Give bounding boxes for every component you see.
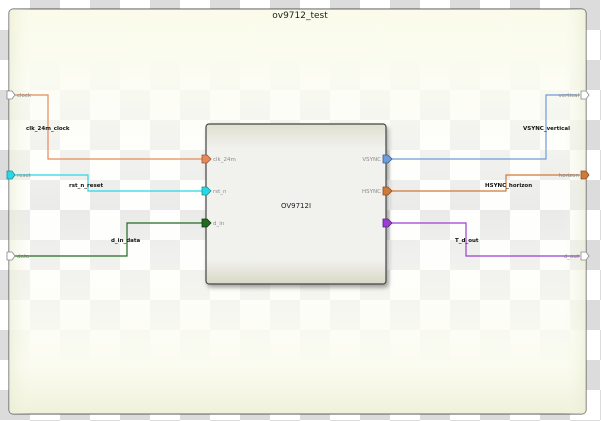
wire-clock[interactable] bbox=[15, 94, 202, 160]
port-d-out-icon[interactable] bbox=[580, 251, 590, 261]
port-data-icon[interactable] bbox=[6, 251, 16, 261]
port-reset-icon[interactable] bbox=[6, 170, 16, 180]
wire-label-d-out: T_d_out bbox=[455, 238, 479, 244]
wire-horizon[interactable] bbox=[391, 174, 580, 192]
port-label-vertical: vertical bbox=[558, 93, 579, 99]
port-label-clock: clock bbox=[17, 93, 32, 99]
instance-name: OV9712I bbox=[281, 202, 311, 210]
pin-d-in-icon[interactable] bbox=[201, 218, 212, 228]
wire-d-out[interactable] bbox=[391, 222, 580, 257]
port-label-horizon: horizon bbox=[559, 173, 580, 179]
instance-box[interactable] bbox=[205, 123, 387, 285]
port-label-d-out: d_out bbox=[564, 254, 580, 260]
wire-label-reset: rst_n_reset bbox=[69, 183, 103, 189]
wire-label-vertical: VSYNC_vertical bbox=[523, 126, 570, 132]
pin-hsync-icon[interactable] bbox=[382, 186, 393, 196]
module-title: ov9712_test bbox=[272, 11, 328, 21]
pin-label-hsync: HSYNC bbox=[362, 189, 381, 195]
wire-data[interactable] bbox=[15, 222, 202, 257]
wire-label-horizon: HSYNC_horizon bbox=[485, 183, 532, 189]
wire-label-clock: clk_24m_clock bbox=[26, 126, 70, 132]
pin-label-clk-24m: clk_24m bbox=[213, 157, 236, 163]
pin-label-rst-n: rst_n bbox=[213, 189, 227, 195]
wire-vertical[interactable] bbox=[391, 94, 580, 160]
port-label-reset: reset bbox=[17, 173, 32, 179]
pin-clk-24m-icon[interactable] bbox=[201, 154, 212, 164]
pin-label-vsync: VSYNC bbox=[362, 157, 381, 163]
pin-d-out-icon[interactable] bbox=[382, 218, 393, 228]
wire-label-data: d_in_data bbox=[111, 238, 141, 244]
port-vertical-icon[interactable] bbox=[580, 90, 590, 100]
port-clock-icon[interactable] bbox=[6, 90, 16, 100]
port-label-data: data bbox=[17, 254, 29, 260]
pin-label-d-in: d_in bbox=[213, 221, 225, 227]
pin-rst-n-icon[interactable] bbox=[201, 186, 212, 196]
wire-reset[interactable] bbox=[15, 174, 202, 192]
pin-vsync-icon[interactable] bbox=[382, 154, 393, 164]
port-horizon-icon[interactable] bbox=[580, 170, 590, 180]
